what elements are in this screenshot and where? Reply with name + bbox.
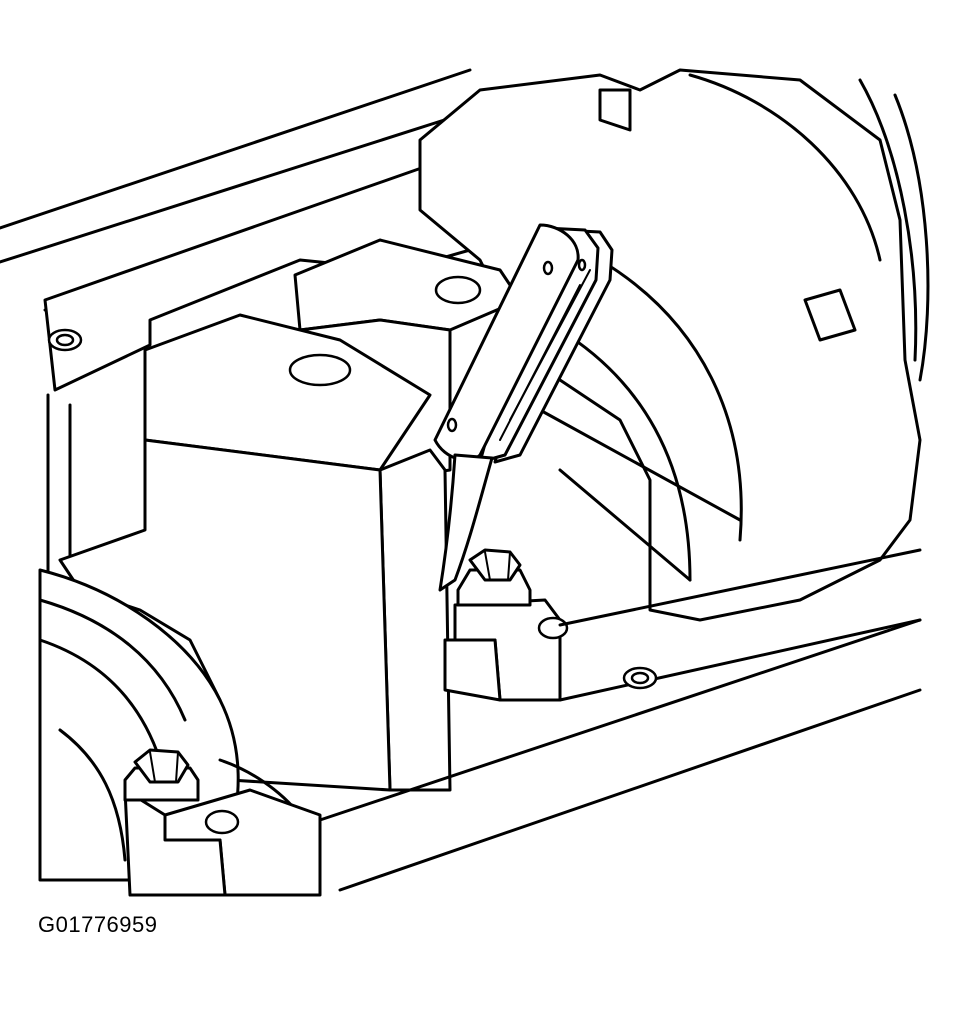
block-bolt-hole-left bbox=[47, 328, 83, 352]
bearing-cap-bolt-right bbox=[456, 548, 532, 607]
bearing-bracket-left bbox=[123, 788, 322, 897]
bearing-cap-bolt-left bbox=[123, 748, 200, 802]
bearing-bracket-right bbox=[443, 598, 569, 702]
feeler-gauge bbox=[433, 223, 614, 592]
main-bearing-cap-front bbox=[58, 313, 452, 792]
figure-id-label: G01776959 bbox=[38, 912, 158, 937]
